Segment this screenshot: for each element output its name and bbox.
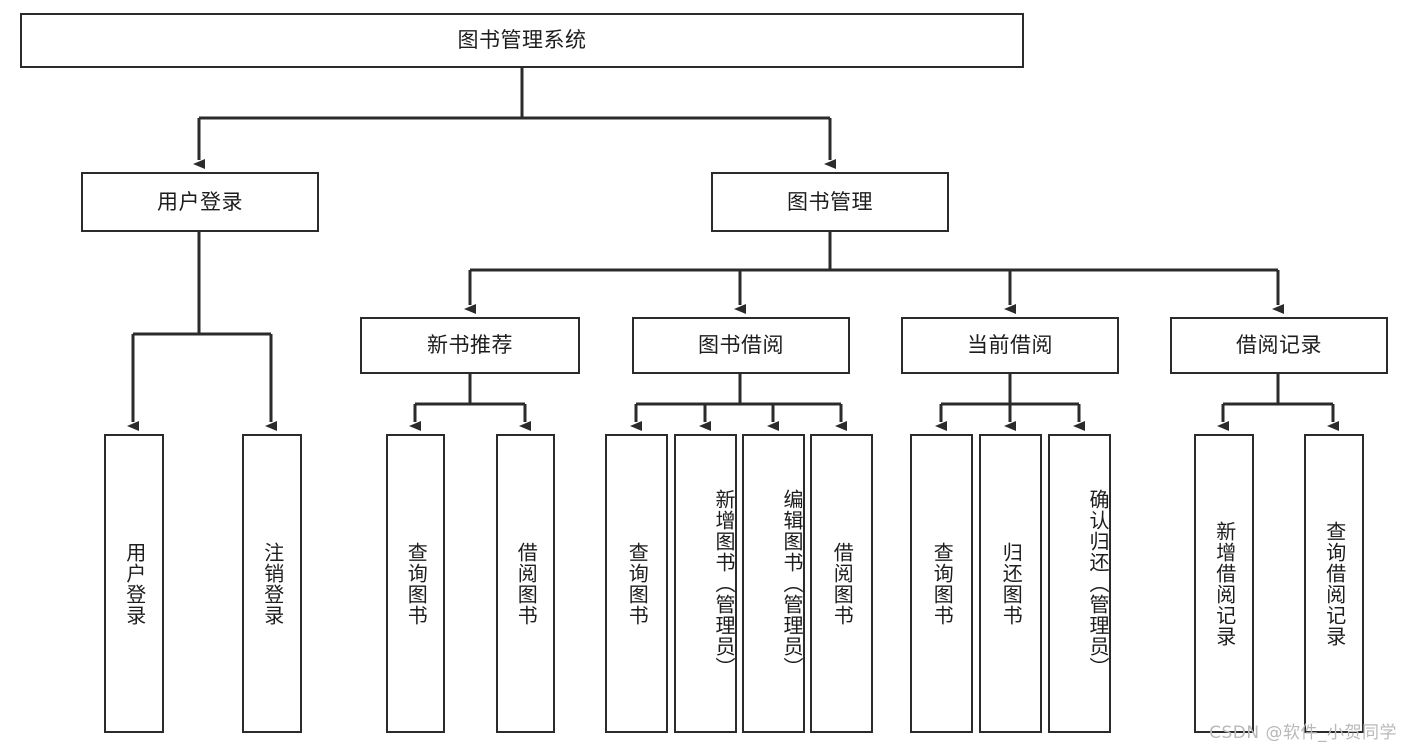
node-leaf-logout[interactable]: 注销登录: [242, 434, 302, 733]
csdn-watermark: CSDN @软件_小贺同学: [1209, 723, 1397, 743]
node-leaf-borrow-book-2[interactable]: 借阅图书: [810, 434, 873, 733]
node-book-borrow-label: 图书借阅: [698, 333, 784, 358]
node-borrow-record[interactable]: 借阅记录: [1170, 317, 1388, 374]
node-leaf-add-book[interactable]: 新增图书（管理员）: [674, 434, 737, 733]
node-book-borrow[interactable]: 图书借阅: [632, 317, 850, 374]
node-leaf-query-book-3-label: 查询图书: [930, 541, 955, 626]
node-leaf-query-book-1[interactable]: 查询图书: [386, 434, 445, 733]
node-leaf-query-record-label: 查询借阅记录: [1322, 520, 1347, 647]
node-leaf-edit-book[interactable]: 编辑图书（管理员）: [742, 434, 805, 733]
node-leaf-query-record[interactable]: 查询借阅记录: [1304, 434, 1364, 733]
node-root-label: 图书管理系统: [457, 28, 587, 53]
node-leaf-confirm-return-label: 确认归还（管理员）: [1086, 489, 1110, 678]
node-current-borrow[interactable]: 当前借阅: [901, 317, 1119, 374]
node-user-login-label: 用户登录: [157, 189, 243, 214]
node-leaf-logout-label: 注销登录: [260, 541, 285, 626]
node-leaf-add-record-label: 新增借阅记录: [1212, 520, 1237, 647]
node-new-book-rec[interactable]: 新书推荐: [360, 317, 580, 374]
node-leaf-edit-book-label: 编辑图书（管理员）: [780, 489, 804, 678]
node-leaf-return-book-label: 归还图书: [999, 541, 1024, 626]
node-leaf-confirm-return[interactable]: 确认归还（管理员）: [1048, 434, 1111, 733]
node-book-manage-label: 图书管理: [787, 189, 873, 214]
node-new-book-rec-label: 新书推荐: [427, 333, 513, 358]
node-user-login[interactable]: 用户登录: [81, 172, 319, 232]
node-leaf-query-book-3[interactable]: 查询图书: [910, 434, 973, 733]
node-leaf-user-login[interactable]: 用户登录: [104, 434, 164, 733]
node-borrow-record-label: 借阅记录: [1236, 333, 1322, 358]
node-leaf-return-book[interactable]: 归还图书: [979, 434, 1042, 733]
node-leaf-user-login-label: 用户登录: [122, 541, 147, 626]
node-leaf-query-book-2-label: 查询图书: [625, 541, 650, 626]
node-leaf-borrow-book-1-label: 借阅图书: [514, 541, 539, 626]
node-book-manage[interactable]: 图书管理: [711, 172, 949, 232]
node-leaf-query-book-1-label: 查询图书: [404, 541, 429, 626]
node-current-borrow-label: 当前借阅: [967, 333, 1053, 358]
node-leaf-query-book-2[interactable]: 查询图书: [605, 434, 668, 733]
node-leaf-borrow-book-1[interactable]: 借阅图书: [496, 434, 555, 733]
node-leaf-add-book-label: 新增图书（管理员）: [712, 489, 736, 678]
node-root[interactable]: 图书管理系统: [20, 13, 1024, 68]
node-leaf-borrow-book-2-label: 借阅图书: [830, 541, 855, 626]
node-leaf-add-record[interactable]: 新增借阅记录: [1194, 434, 1254, 733]
